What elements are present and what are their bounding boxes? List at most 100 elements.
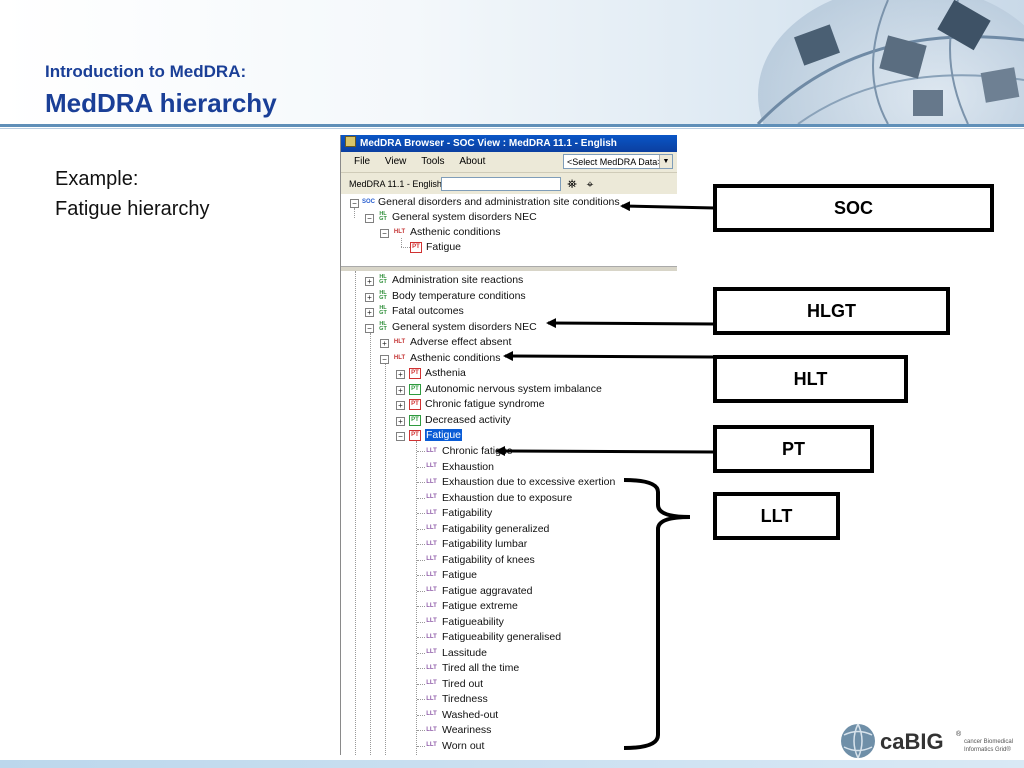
node-label: Tiredness: [442, 693, 488, 705]
collapse-toggle[interactable]: −: [396, 432, 405, 441]
menu-about[interactable]: About: [459, 156, 486, 167]
tree-node-llt[interactable]: LLT Washed-out: [425, 708, 498, 723]
node-label: Fatigueability: [442, 615, 504, 628]
badge-text: HL: [379, 274, 387, 281]
node-label: Asthenic conditions: [410, 352, 501, 364]
llt-badge-icon: LLT: [426, 556, 437, 563]
collapse-toggle[interactable]: −: [350, 199, 359, 208]
tree-connector: [417, 575, 425, 577]
menu-view[interactable]: View: [384, 156, 407, 167]
menu-file[interactable]: File: [354, 156, 371, 167]
llt-badge-icon: LLT: [426, 664, 437, 671]
expand-toggle[interactable]: +: [365, 308, 374, 317]
node-label: Fatigue: [442, 569, 478, 581]
tree-node-llt[interactable]: LLT Exhaustion due to excessive exertion: [425, 475, 615, 490]
node-label: Fatigue: [425, 429, 463, 441]
llt-badge-icon: LLT: [426, 478, 437, 485]
llt-badge-icon: LLT: [426, 540, 437, 547]
tree-connector: [417, 590, 425, 593]
expand-toggle[interactable]: +: [396, 370, 405, 379]
node-label: Adverse effect absent: [410, 336, 512, 348]
node-label: Fatigue extreme: [442, 600, 518, 612]
expand-toggle[interactable]: +: [396, 401, 405, 410]
tree-connector: [401, 238, 403, 247]
tree-node-llt[interactable]: LLT Fatigueability: [425, 615, 504, 630]
node-label: Decreased activity: [425, 414, 511, 426]
expand-toggle[interactable]: +: [380, 339, 389, 348]
badge-text: HL: [379, 211, 387, 218]
node-label: Asthenic conditions: [410, 226, 501, 238]
collapse-toggle[interactable]: −: [380, 229, 389, 238]
expand-toggle[interactable]: +: [396, 386, 405, 395]
node-label: Worn out: [442, 739, 485, 752]
menu-tools[interactable]: Tools: [421, 156, 445, 167]
search-input[interactable]: [441, 177, 561, 191]
node-label: Body temperature conditions: [392, 290, 526, 302]
collapse-toggle[interactable]: −: [365, 324, 374, 333]
expand-toggle[interactable]: +: [365, 293, 374, 302]
binoculars-icon[interactable]: ⛯: [567, 177, 577, 191]
pt-badge-icon: PT: [409, 414, 421, 426]
window-titlebar[interactable]: MedDRA Browser - SOC View : MedDRA 11.1 …: [341, 135, 677, 152]
collapse-toggle[interactable]: −: [380, 355, 389, 364]
node-label: Fatigability generalized: [442, 522, 550, 535]
llt-badge-icon: LLT: [426, 711, 437, 718]
tree-connector: [417, 513, 425, 515]
collapse-toggle[interactable]: −: [365, 214, 374, 223]
expand-toggle[interactable]: +: [365, 277, 374, 286]
logo-wordmark: caBIG: [880, 729, 944, 754]
node-label: Fatigue: [426, 241, 462, 253]
pt-arrow: [495, 446, 716, 457]
tree-connector: [417, 652, 425, 655]
meddra-data-select[interactable]: <Select MedDRA Data>▼: [563, 154, 673, 169]
llt-badge-icon: LLT: [426, 618, 437, 625]
tree-connector: [417, 482, 425, 484]
slide-subtitle: Introduction to MedDRA:: [45, 62, 247, 81]
tree-connector: [370, 333, 372, 755]
tree-connector: [354, 208, 356, 218]
tree-connector: [417, 466, 425, 469]
node-label: Exhaustion due to excessive exertion: [442, 476, 616, 488]
slide-title: MedDRA hierarchy: [45, 88, 277, 118]
chevron-down-icon[interactable]: ▼: [659, 155, 672, 168]
llt-badge-icon: LLT: [426, 726, 437, 733]
menu-bar: File View Tools About <Select MedDRA Dat…: [341, 152, 677, 173]
tree-node-pt[interactable]: PT Decreased activity: [409, 413, 511, 428]
tree-filter-icon[interactable]: ⌖: [586, 177, 594, 191]
node-label: Washed-out: [442, 708, 499, 721]
expand-toggle[interactable]: +: [396, 417, 405, 426]
example-line: Fatigue hierarchy: [55, 198, 210, 220]
node-label: Exhaustion due to exposure: [442, 491, 573, 504]
